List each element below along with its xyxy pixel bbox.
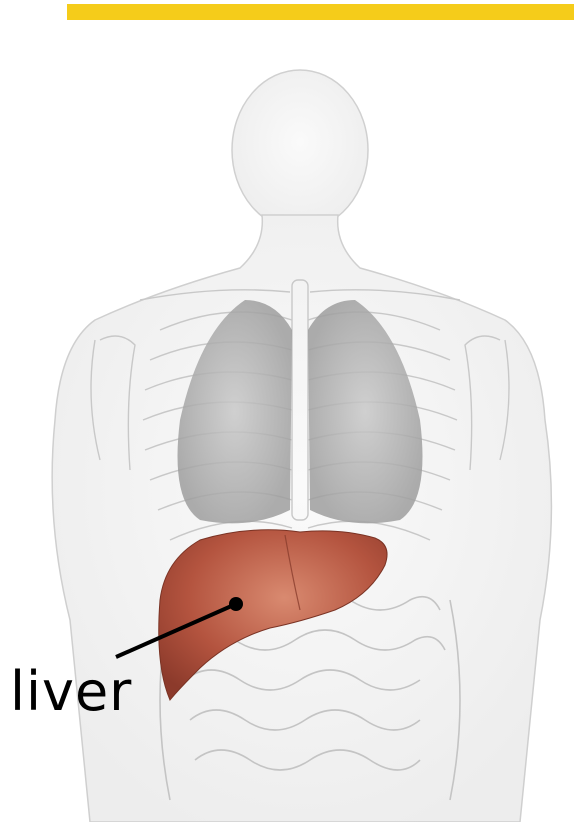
organ-label: liver: [10, 665, 132, 719]
label-pointer-dot: [229, 597, 243, 611]
